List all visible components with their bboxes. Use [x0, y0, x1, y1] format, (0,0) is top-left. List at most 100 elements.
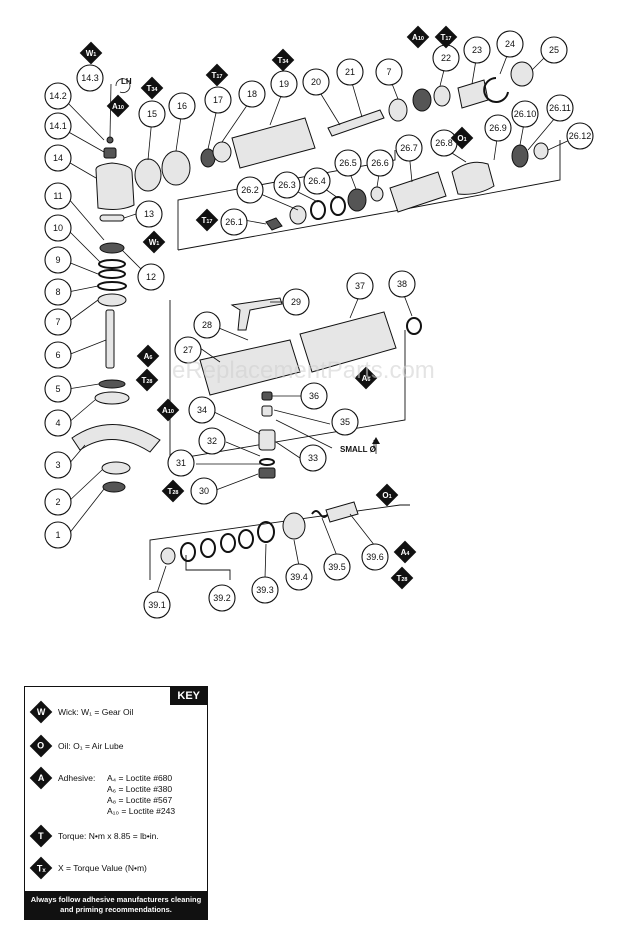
callout-circle — [463, 36, 491, 64]
callout-circle — [270, 70, 298, 98]
part-26-5-bearing — [347, 188, 367, 212]
callout-label: 9 — [55, 255, 60, 265]
callout-circle — [388, 270, 416, 298]
callout-label: 3 — [55, 460, 60, 470]
callout-circle — [366, 149, 394, 177]
key-legend: KEY W Wick: W₁ = Gear Oil O Oil: O₁ = Ai… — [24, 686, 208, 920]
callout-circle — [44, 375, 72, 403]
part-26-2-ring — [289, 205, 307, 225]
callout-label: 8 — [55, 287, 60, 297]
callout-circle — [76, 64, 104, 92]
callout-circle — [395, 134, 423, 162]
part-26-6-ring — [370, 186, 384, 202]
part-16-ring — [161, 150, 191, 186]
badge-label: O1 — [382, 491, 391, 501]
key-row-torque: T Torque: N•m x 8.85 = lb•in. — [29, 824, 159, 848]
callout-circle — [484, 114, 512, 142]
key-row-torque-value: Tₓ X = Torque Value (N•m) — [29, 856, 147, 880]
part-26-10-plate — [511, 144, 529, 168]
callout-circle — [44, 144, 72, 172]
callout-circle — [334, 149, 362, 177]
callout-26-12: 26.12 — [566, 122, 594, 150]
callout-12: 12 — [137, 263, 165, 291]
part-38-ring — [406, 317, 422, 335]
callout-5: 5 — [44, 375, 72, 403]
part-14-housing — [95, 162, 135, 210]
spec-badge-icon: T17 — [205, 63, 229, 87]
callout-label: 14 — [53, 153, 63, 163]
spec-badge-icon: A6 — [136, 344, 160, 368]
callout-16: 16 — [168, 92, 196, 120]
callout-label: 26.7 — [400, 143, 418, 153]
part-8-ring — [97, 281, 127, 291]
callout-circle — [299, 444, 327, 472]
part-2-flange — [101, 461, 131, 475]
callout-label: 26.6 — [371, 158, 389, 168]
callout-24: 24 — [496, 30, 524, 58]
callout-label: 36 — [309, 391, 319, 401]
callout-6: 6 — [44, 341, 72, 369]
callout-label: 19 — [279, 79, 289, 89]
spec-badge-icon: W1 — [79, 41, 103, 65]
key-row-adhesive: A Adhesive: — [29, 766, 95, 790]
badge-label: W1 — [149, 238, 160, 248]
part-26-1-nut — [265, 217, 283, 231]
adhesive-item: A₄ = Loctite #680 — [107, 773, 173, 783]
watermark: eReplacementParts.com — [172, 357, 435, 384]
callout-label: 13 — [144, 209, 154, 219]
badge-label: T34 — [146, 84, 158, 94]
head-parts — [71, 136, 161, 493]
callout-38: 38 — [388, 270, 416, 298]
badge-diamond — [106, 94, 130, 118]
small-dia-label: SMALL Ø — [340, 445, 376, 454]
callout-39-5: 39.5 — [323, 553, 351, 581]
spec-badge-icon: T34 — [140, 76, 164, 100]
callout-34: 34 — [188, 396, 216, 424]
callout-label: 39.5 — [328, 562, 346, 572]
lh-annotation: LH — [115, 77, 132, 94]
callout-26-9: 26.9 — [484, 114, 512, 142]
callout-14-3: 14.3 — [76, 64, 104, 92]
callout-circle — [44, 214, 72, 242]
callout-circle — [44, 278, 72, 306]
part-26-7-rotor — [389, 171, 447, 213]
callout-23: 23 — [463, 36, 491, 64]
key-row-wick: W Wick: W₁ = Gear Oil — [29, 700, 133, 724]
callout-label: 26.8 — [435, 138, 453, 148]
spec-badge-icon: A10 — [106, 94, 130, 118]
callout-9: 9 — [44, 246, 72, 274]
badge-label: T34 — [277, 56, 289, 66]
badge-label: W1 — [86, 49, 97, 59]
part-13-washer — [99, 214, 125, 222]
callout-label: 39.6 — [366, 552, 384, 562]
leader-lines — [64, 47, 575, 597]
part-39-2-screen-d — [238, 529, 254, 549]
badge-label: A10 — [162, 406, 174, 416]
callout-label: 26.1 — [225, 217, 243, 227]
callout-circle — [44, 341, 72, 369]
callout-circle — [44, 246, 72, 274]
oil-symbol-icon: O — [29, 734, 53, 758]
badge-diamond — [205, 63, 229, 87]
callout-13: 13 — [135, 200, 163, 228]
adhesive-item: A₈ = Loctite #567 — [107, 795, 173, 805]
part-31-ring — [259, 458, 275, 466]
part-36-valve — [261, 391, 273, 401]
part-39-5-spring — [311, 510, 329, 518]
callout-label: 32 — [207, 436, 217, 446]
key-torque-text: Torque: N•m x 8.85 = lb•in. — [58, 831, 159, 841]
callout-label: 5 — [55, 384, 60, 394]
callout-label: 39.3 — [256, 585, 274, 595]
part-39-1-ring — [160, 547, 176, 565]
callout-label: 2 — [55, 497, 60, 507]
badge-label: T17 — [440, 33, 451, 43]
callout-30: 30 — [190, 477, 218, 505]
callout-circle — [44, 521, 72, 549]
part-33-plug — [258, 429, 276, 451]
callout-26-7: 26.7 — [395, 134, 423, 162]
callout-label: 17 — [213, 95, 223, 105]
callout-label: 26.4 — [308, 176, 326, 186]
callout-8: 8 — [44, 278, 72, 306]
callout-11: 11 — [44, 182, 72, 210]
